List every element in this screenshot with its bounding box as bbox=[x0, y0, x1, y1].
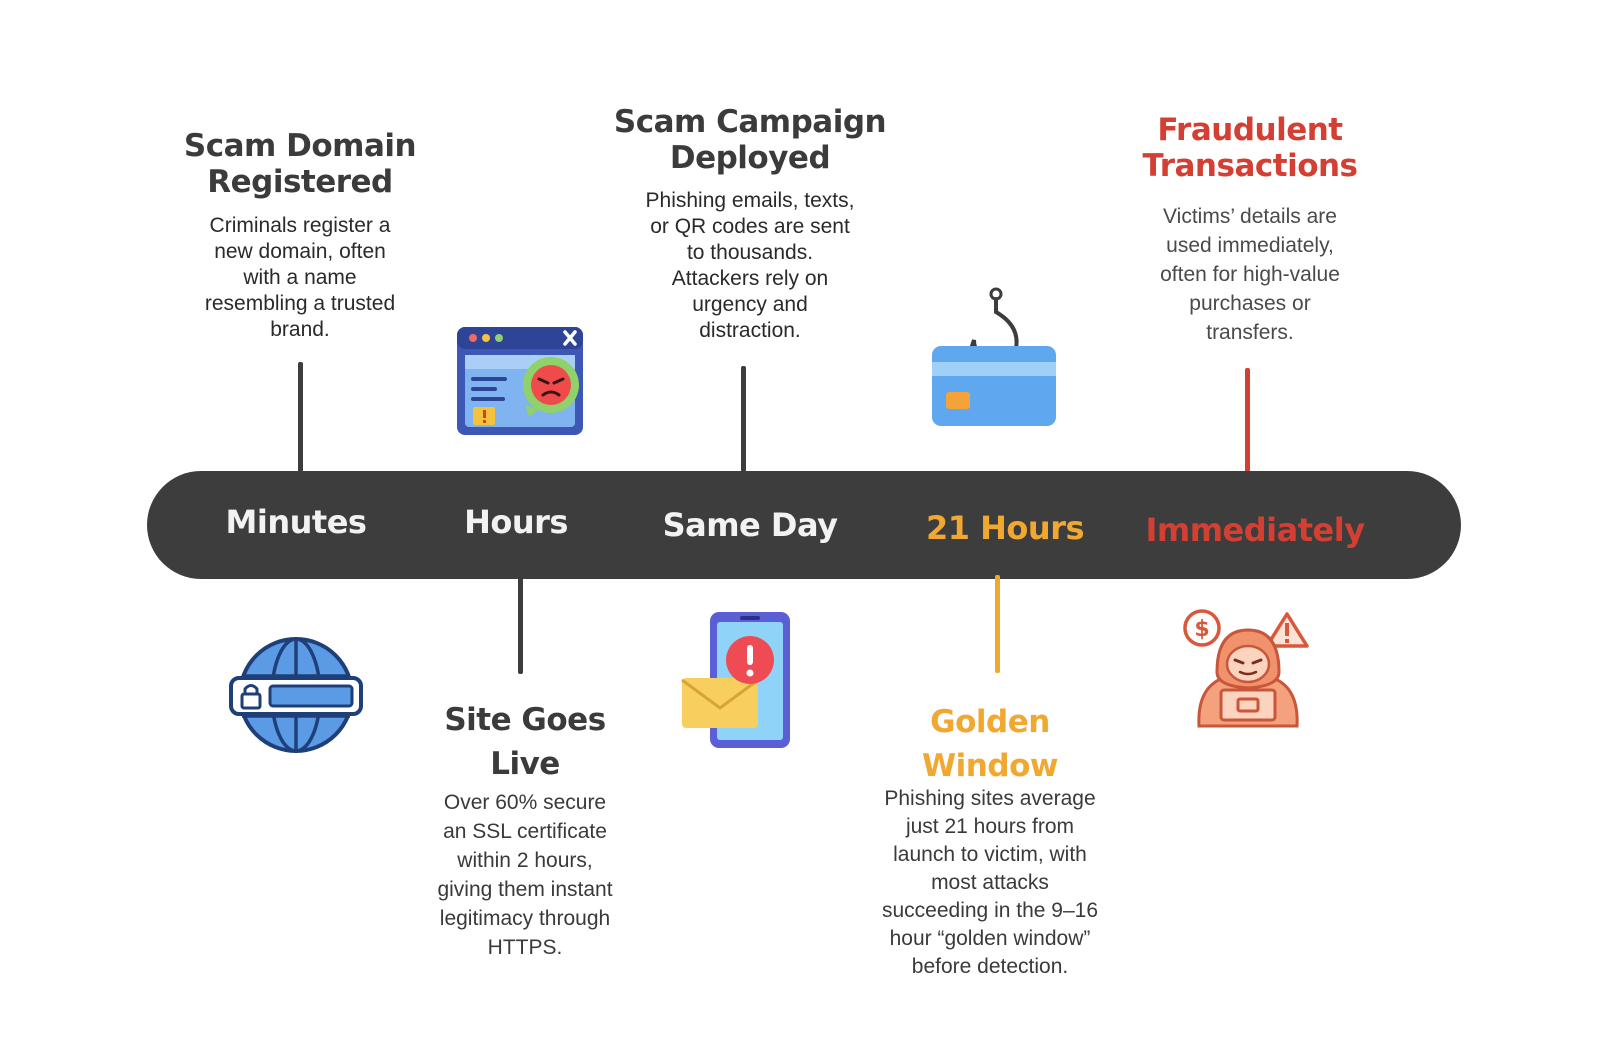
event-title-golden-window: Golden Window bbox=[921, 704, 1059, 784]
event-title-domain-registered: Scam Domain Registered bbox=[183, 128, 417, 200]
svg-text:$: $ bbox=[1194, 617, 1209, 642]
timeline-label-hours: Hours bbox=[464, 503, 568, 541]
event-desc-domain-registered: Criminals register a new domain, often w… bbox=[204, 214, 396, 341]
event-title-site-goes-live: Site Goes Live bbox=[444, 702, 606, 782]
event-desc-campaign-deployed: Phishing emails, texts, or QR codes are … bbox=[645, 189, 855, 342]
event-desc-site-goes-live: Over 60% secure an SSL certificate withi… bbox=[437, 791, 613, 959]
stem-minutes bbox=[298, 362, 303, 472]
timeline-label-minutes: Minutes bbox=[225, 503, 367, 541]
stem-21-hours bbox=[995, 575, 1000, 673]
event-desc-fraudulent-transactions: Victims’ details are used immediately, o… bbox=[1160, 205, 1340, 344]
event-desc-golden-window: Phishing sites average just 21 hours fro… bbox=[882, 787, 1098, 978]
stem-same-day bbox=[741, 366, 746, 472]
event-title-campaign-deployed: Scam Campaign Deployed bbox=[613, 104, 887, 176]
stem-hours bbox=[518, 578, 523, 674]
timeline-label-immediately: Immediately bbox=[1145, 511, 1365, 549]
hooked-credit-card-icon bbox=[932, 287, 1056, 426]
timeline-label-same-day: Same Day bbox=[662, 506, 838, 544]
hacker-warning-icon: $ bbox=[1183, 609, 1309, 728]
event-title-fraudulent-transactions: Fraudulent Transactions bbox=[1142, 112, 1358, 184]
timeline-label-21-hours: 21 Hours bbox=[925, 509, 1085, 547]
stem-immediately bbox=[1245, 368, 1250, 472]
phone-email-alert-icon bbox=[681, 612, 790, 748]
malicious-browser-icon bbox=[457, 327, 583, 435]
timeline-bar bbox=[147, 471, 1461, 579]
globe-lock-icon bbox=[229, 637, 363, 753]
